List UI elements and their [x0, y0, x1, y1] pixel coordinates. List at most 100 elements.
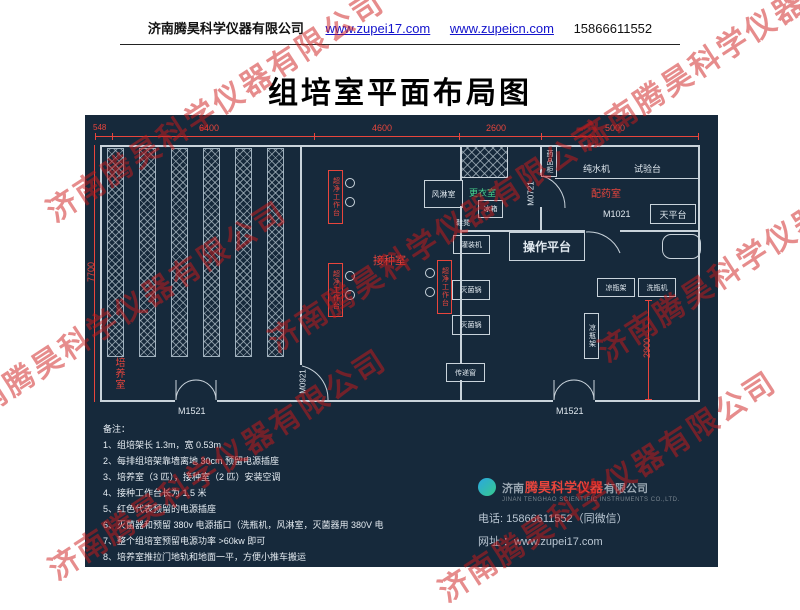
bottle-cooling-rack: 凉瓶架 [584, 313, 599, 359]
wall-bottom [100, 400, 175, 402]
note-line: 1、组培架长 1.3m，宽 0.53m [103, 440, 222, 450]
test-bench: 试验台 [634, 164, 662, 174]
room-label-culture: 培养室 [113, 357, 124, 390]
dim-tick [95, 133, 96, 140]
double-door-icon [175, 379, 217, 400]
dim-line-left [94, 145, 95, 402]
footer-logo: 济南腾昊科学仪器有限公司 [478, 477, 708, 497]
bottle-washer: 洗瓶机 [638, 278, 676, 297]
pure-water-machine: 纯水机 [583, 164, 611, 174]
note-line: 4、接种工作台长为 1.5 米 [103, 488, 207, 498]
stool-icon [345, 178, 355, 188]
dim-2600: 2600 [486, 123, 507, 133]
page-title: 组培室平面布局图 [268, 77, 532, 110]
door-label-m1021: M1021 [603, 209, 631, 219]
room-label-inoculation: 接种室 [373, 255, 406, 267]
operation-platform: 操作平台 [509, 232, 585, 261]
note-line: 7、整个组培室预留电源功率 >60kw 即可 [103, 536, 266, 546]
company-logo-icon [478, 478, 496, 496]
note-line: 3、培养室（3 匹），接种室（2 匹）安装空调 [103, 472, 281, 482]
door-label-m1521-right: M1521 [556, 406, 584, 416]
sterilizer: 灭菌锅 [452, 315, 490, 335]
double-door-icon [553, 379, 595, 400]
room-label-dressing: 更衣室 [469, 188, 497, 198]
culture-shelf [203, 148, 220, 357]
dim-tick [112, 133, 113, 140]
footer-block: 济南腾昊科学仪器有限公司 JINAN TENGHAO SCIENTIFIC IN… [478, 477, 708, 549]
wall-left [100, 145, 102, 402]
wall-right [698, 145, 700, 402]
wall-inoculation-right [460, 206, 462, 363]
medicine-cabinet: 药品柜 [541, 146, 557, 177]
door-label-m0721: M0721 [526, 181, 536, 206]
wall-horizontal [460, 230, 585, 232]
stool-icon [425, 268, 435, 278]
dim-line-top [95, 136, 698, 137]
note-line: 6、灭菌器和预留 380v 电源插口（洗瓶机，风淋室，灭菌器用 380V 电 [103, 520, 384, 530]
note-line: 5、红色代表预留的电源插座 [103, 504, 217, 514]
dressing-entry-hatch [461, 146, 508, 178]
clean-bench: 超净工作台 [328, 170, 343, 224]
dim-5000: 5000 [605, 123, 626, 133]
wall-horizontal [620, 230, 700, 232]
single-door-icon [585, 231, 621, 254]
clean-bench: 超净工作台 [437, 260, 452, 314]
single-door-icon [301, 365, 329, 401]
page-header: 济南腾昊科学仪器有限公司 www.zupei17.com www.zupeicn… [0, 18, 800, 37]
footer-phone: 电话: 15866611552（同微信） [478, 513, 628, 525]
wall-bottom [217, 400, 553, 402]
wall-culture-inoculation [300, 145, 302, 365]
dim-tick [645, 399, 652, 400]
footer-website: 网址 ：www.zupei17.com [478, 536, 603, 548]
dim-line-right [648, 300, 649, 400]
notes-title: 备注： [103, 424, 131, 434]
dim-tick [314, 133, 315, 140]
note-line: 8、培养室推拉门地轨和地面一平，方便小推车搬运 [103, 552, 307, 562]
room-label-pharmacy: 配药室 [591, 189, 621, 200]
culture-shelf [107, 148, 124, 357]
door-label-m0921: M0921 [298, 369, 308, 394]
notes-block: 备注： 1、组培架长 1.3m，宽 0.53m 2、每排组培架靠墙离地 30cm… [103, 421, 384, 565]
logo-text-suffix: 有限公司 [604, 483, 649, 495]
dim-tick [645, 300, 652, 301]
logo-text-prefix: 济南 [502, 483, 524, 495]
dim-tick [541, 133, 542, 140]
note-line: 2、每排组培架靠墙离地 30cm 预留电源插座 [103, 456, 280, 466]
link-zupeicn[interactable]: www.zupeicn.com [449, 21, 554, 36]
single-door-icon [542, 175, 566, 209]
sink-bench [662, 234, 701, 259]
wall-bottom [595, 400, 700, 402]
wall-top [100, 145, 700, 147]
culture-shelf [139, 148, 156, 357]
stool-icon [345, 197, 355, 207]
fridge: 冰箱 [478, 200, 503, 218]
dim-7700: 7700 [86, 261, 97, 283]
sterilizer: 灭菌锅 [452, 280, 490, 300]
dim-548: 548 [93, 123, 107, 132]
bottle-cooling-rack: 凉瓶架 [597, 278, 635, 297]
dim-2900: 2900 [642, 337, 653, 359]
counter-line [555, 178, 698, 179]
balance-table: 天平台 [650, 204, 696, 224]
door-label-m1521-left: M1521 [178, 406, 206, 416]
wall-dressing-pharmacy [540, 207, 542, 230]
stool-icon [425, 287, 435, 297]
clean-bench: 超净工作台 [328, 263, 343, 317]
dim-4600: 4600 [372, 123, 393, 133]
stool-icon [345, 290, 355, 300]
culture-shelf [171, 148, 188, 357]
cad-panel: 548 6400 4600 2600 5000 7700 2900 [85, 115, 718, 567]
link-zupei17[interactable]: www.zupei17.com [325, 21, 431, 36]
culture-shelf [267, 148, 284, 357]
company-name: 济南腾昊科学仪器有限公司 [147, 21, 304, 36]
stool-icon [345, 271, 355, 281]
air-shower: 风淋室 [424, 180, 463, 208]
dim-tick [459, 133, 460, 140]
logo-text-brand: 腾昊科学仪器 [525, 480, 604, 495]
shoe-bench: 鞋凳 [456, 220, 470, 227]
logo-subtitle: JINAN TENGHAO SCIENTIFIC INSTRUMENTS CO.… [502, 497, 680, 503]
wall-inoculation-right [460, 380, 462, 400]
header-divider [120, 44, 680, 45]
pass-window: 传递窗 [446, 363, 485, 382]
